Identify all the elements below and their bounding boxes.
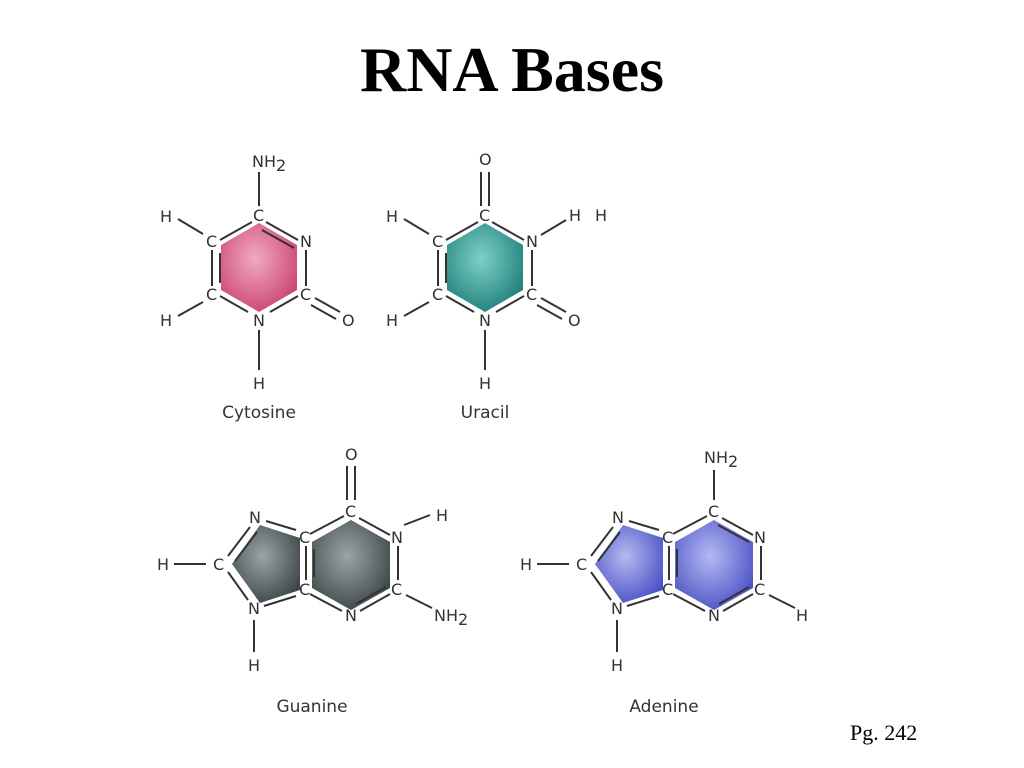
uracil-atom-h3: H [569, 206, 581, 225]
adenine-atom-n1: N [754, 528, 766, 547]
guanine-atom-c8: C [213, 555, 224, 574]
cytosine-atom-h5: H [160, 207, 172, 226]
adenine-name: Adenine [629, 697, 698, 717]
adenine-nh2-text: NH [704, 448, 728, 467]
uracil-ring-fill [447, 223, 523, 312]
adenine-atom-c6: C [708, 502, 719, 521]
uracil-atom-h5: H [386, 207, 398, 226]
adenine-atom-n9: N [611, 599, 623, 618]
guanine-atom-n7: N [249, 508, 261, 527]
cytosine-nh2-text: NH [252, 152, 276, 171]
adenine-atom-c8: C [576, 555, 587, 574]
uracil-atom-h6: H [386, 311, 398, 330]
guanine-name: Guanine [276, 697, 347, 717]
adenine-atom-n7: N [612, 508, 624, 527]
guanine-atom-n1: N [391, 528, 403, 547]
guanine-atom-c4: C [299, 580, 310, 599]
guanine-bonds [174, 466, 433, 652]
guanine-nh2-text: NH [434, 606, 458, 625]
cytosine-nh2-subscript: 2 [276, 156, 286, 175]
cytosine-atom-c2: C [300, 285, 311, 304]
cytosine-nh2-label: NH2 [252, 152, 286, 175]
cytosine-atom-c5: C [206, 232, 217, 251]
cytosine-atom-h1: H [253, 374, 265, 393]
adenine-pyrimidine-ring-fill [675, 520, 753, 610]
slide-title: RNA Bases [359, 34, 665, 105]
cytosine-ring-fill [221, 223, 297, 312]
guanine-atom-h9: H [248, 656, 260, 675]
guanine-atom-o6: O [345, 445, 358, 464]
cytosine-molecule: NH2 C C C N C N O H H H Cytosine [160, 152, 355, 423]
guanine-atom-c2: C [391, 580, 402, 599]
uracil-molecule: O C C C N C N O H H H H H Uracil [386, 150, 607, 423]
adenine-atom-h9: H [611, 656, 623, 675]
guanine-atom-c6: C [345, 502, 356, 521]
guanine-molecule: O C N H C NH2 N C C N C H N H Guanine [157, 445, 468, 717]
cytosine-atom-n3: N [300, 232, 312, 251]
adenine-molecule: NH2 C N C H N C C N C H N H Adenine [520, 448, 808, 717]
cytosine-name: Cytosine [222, 403, 296, 423]
adenine-imidazole-ring-fill [595, 525, 663, 603]
guanine-atom-n9: N [248, 599, 260, 618]
guanine-pyrimidine-ring-fill [312, 520, 390, 610]
adenine-atom-h2: H [796, 606, 808, 625]
guanine-atom-n3: N [345, 606, 357, 625]
page-reference: Pg. 242 [850, 720, 918, 745]
uracil-atom-n1: N [479, 311, 491, 330]
adenine-atom-c4: C [662, 580, 673, 599]
uracil-atom-o4: O [479, 150, 492, 169]
guanine-imidazole-ring-fill [232, 525, 300, 603]
cytosine-atom-h6: H [160, 311, 172, 330]
adenine-atom-c5: C [662, 528, 673, 547]
guanine-atom-h1: H [436, 506, 448, 525]
adenine-atom-c2: C [754, 580, 765, 599]
adenine-nh2-label: NH2 [704, 448, 738, 471]
adenine-nh2-subscript: 2 [728, 452, 738, 471]
cytosine-bonds [177, 172, 341, 370]
uracil-atom-c6: C [432, 285, 443, 304]
uracil-atom-c4: C [479, 206, 490, 225]
uracil-atom-c2: C [526, 285, 537, 304]
uracil-atom-o2: O [568, 311, 581, 330]
cytosine-atom-c6: C [206, 285, 217, 304]
guanine-nh2-label: NH2 [434, 606, 468, 629]
guanine-atom-c5: C [299, 528, 310, 547]
adenine-atom-h8: H [520, 555, 532, 574]
adenine-bonds [537, 470, 796, 652]
uracil-atom-n3: N [526, 232, 538, 251]
uracil-atom-h3-stray: H [595, 206, 607, 225]
uracil-bonds [403, 172, 567, 370]
uracil-atom-c5: C [432, 232, 443, 251]
cytosine-atom-n1: N [253, 311, 265, 330]
uracil-atom-h1: H [479, 374, 491, 393]
uracil-name: Uracil [461, 403, 510, 423]
guanine-nh2-subscript: 2 [458, 610, 468, 629]
guanine-atom-h8: H [157, 555, 169, 574]
cytosine-atom-c4: C [253, 206, 264, 225]
adenine-atom-n3: N [708, 606, 720, 625]
cytosine-atom-o2: O [342, 311, 355, 330]
